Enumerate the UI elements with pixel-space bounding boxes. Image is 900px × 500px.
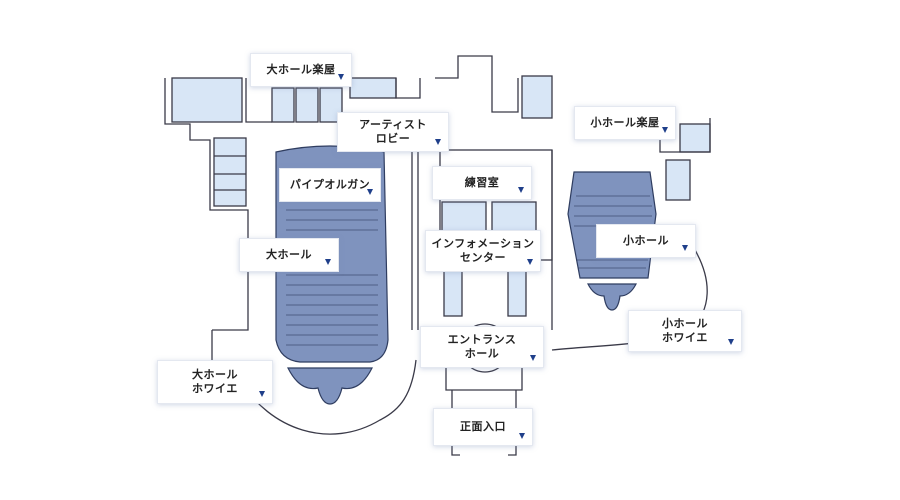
label-sho-hall-gakuya[interactable]: 小ホール楽屋: [574, 106, 676, 140]
label-text: エントランス ホール: [447, 333, 517, 360]
triangle-down-arrow-icon: [338, 74, 344, 80]
label-text: 小ホール ホワイエ: [662, 317, 708, 344]
triangle-down-arrow-icon: [662, 127, 668, 133]
triangle-down-arrow-icon: [728, 339, 734, 345]
label-text: 練習室: [464, 176, 500, 189]
label-dai-hall-foyer[interactable]: 大ホール ホワイエ: [157, 360, 273, 404]
label-text: アーティスト ロビー: [359, 118, 427, 145]
triangle-down-arrow-icon: [682, 245, 688, 251]
label-pipe-organ[interactable]: パイプオルガン: [279, 168, 381, 202]
triangle-down-arrow-icon: [518, 187, 524, 193]
triangle-down-arrow-icon: [367, 189, 373, 195]
label-text: 小ホール: [623, 234, 669, 247]
triangle-down-arrow-icon: [530, 355, 536, 361]
triangle-down-arrow-icon: [325, 259, 331, 265]
label-information-center[interactable]: インフォメーション センター: [425, 230, 541, 272]
label-text: 小ホール楽屋: [590, 116, 660, 129]
label-shomen-iriguchi[interactable]: 正面入口: [433, 408, 533, 446]
label-dai-hall-gakuya[interactable]: 大ホール楽屋: [250, 53, 352, 87]
label-text: 大ホール楽屋: [266, 63, 336, 76]
triangle-down-arrow-icon: [519, 433, 525, 439]
label-dai-hall[interactable]: 大ホール: [239, 238, 339, 272]
label-sho-hall-foyer[interactable]: 小ホール ホワイエ: [628, 310, 742, 352]
label-text: インフォメーション センター: [431, 237, 535, 264]
label-sho-hall[interactable]: 小ホール: [596, 224, 696, 258]
triangle-down-arrow-icon: [435, 139, 441, 145]
label-renshushitsu[interactable]: 練習室: [432, 166, 532, 200]
triangle-down-arrow-icon: [527, 259, 533, 265]
triangle-down-arrow-icon: [259, 391, 265, 397]
label-text: 大ホール ホワイエ: [192, 368, 238, 395]
label-text: 正面入口: [460, 420, 506, 433]
label-text: 大ホール: [266, 248, 312, 261]
label-artist-lobby[interactable]: アーティスト ロビー: [337, 112, 449, 152]
label-text: パイプオルガン: [289, 178, 371, 191]
label-entrance-hall[interactable]: エントランス ホール: [420, 326, 544, 368]
